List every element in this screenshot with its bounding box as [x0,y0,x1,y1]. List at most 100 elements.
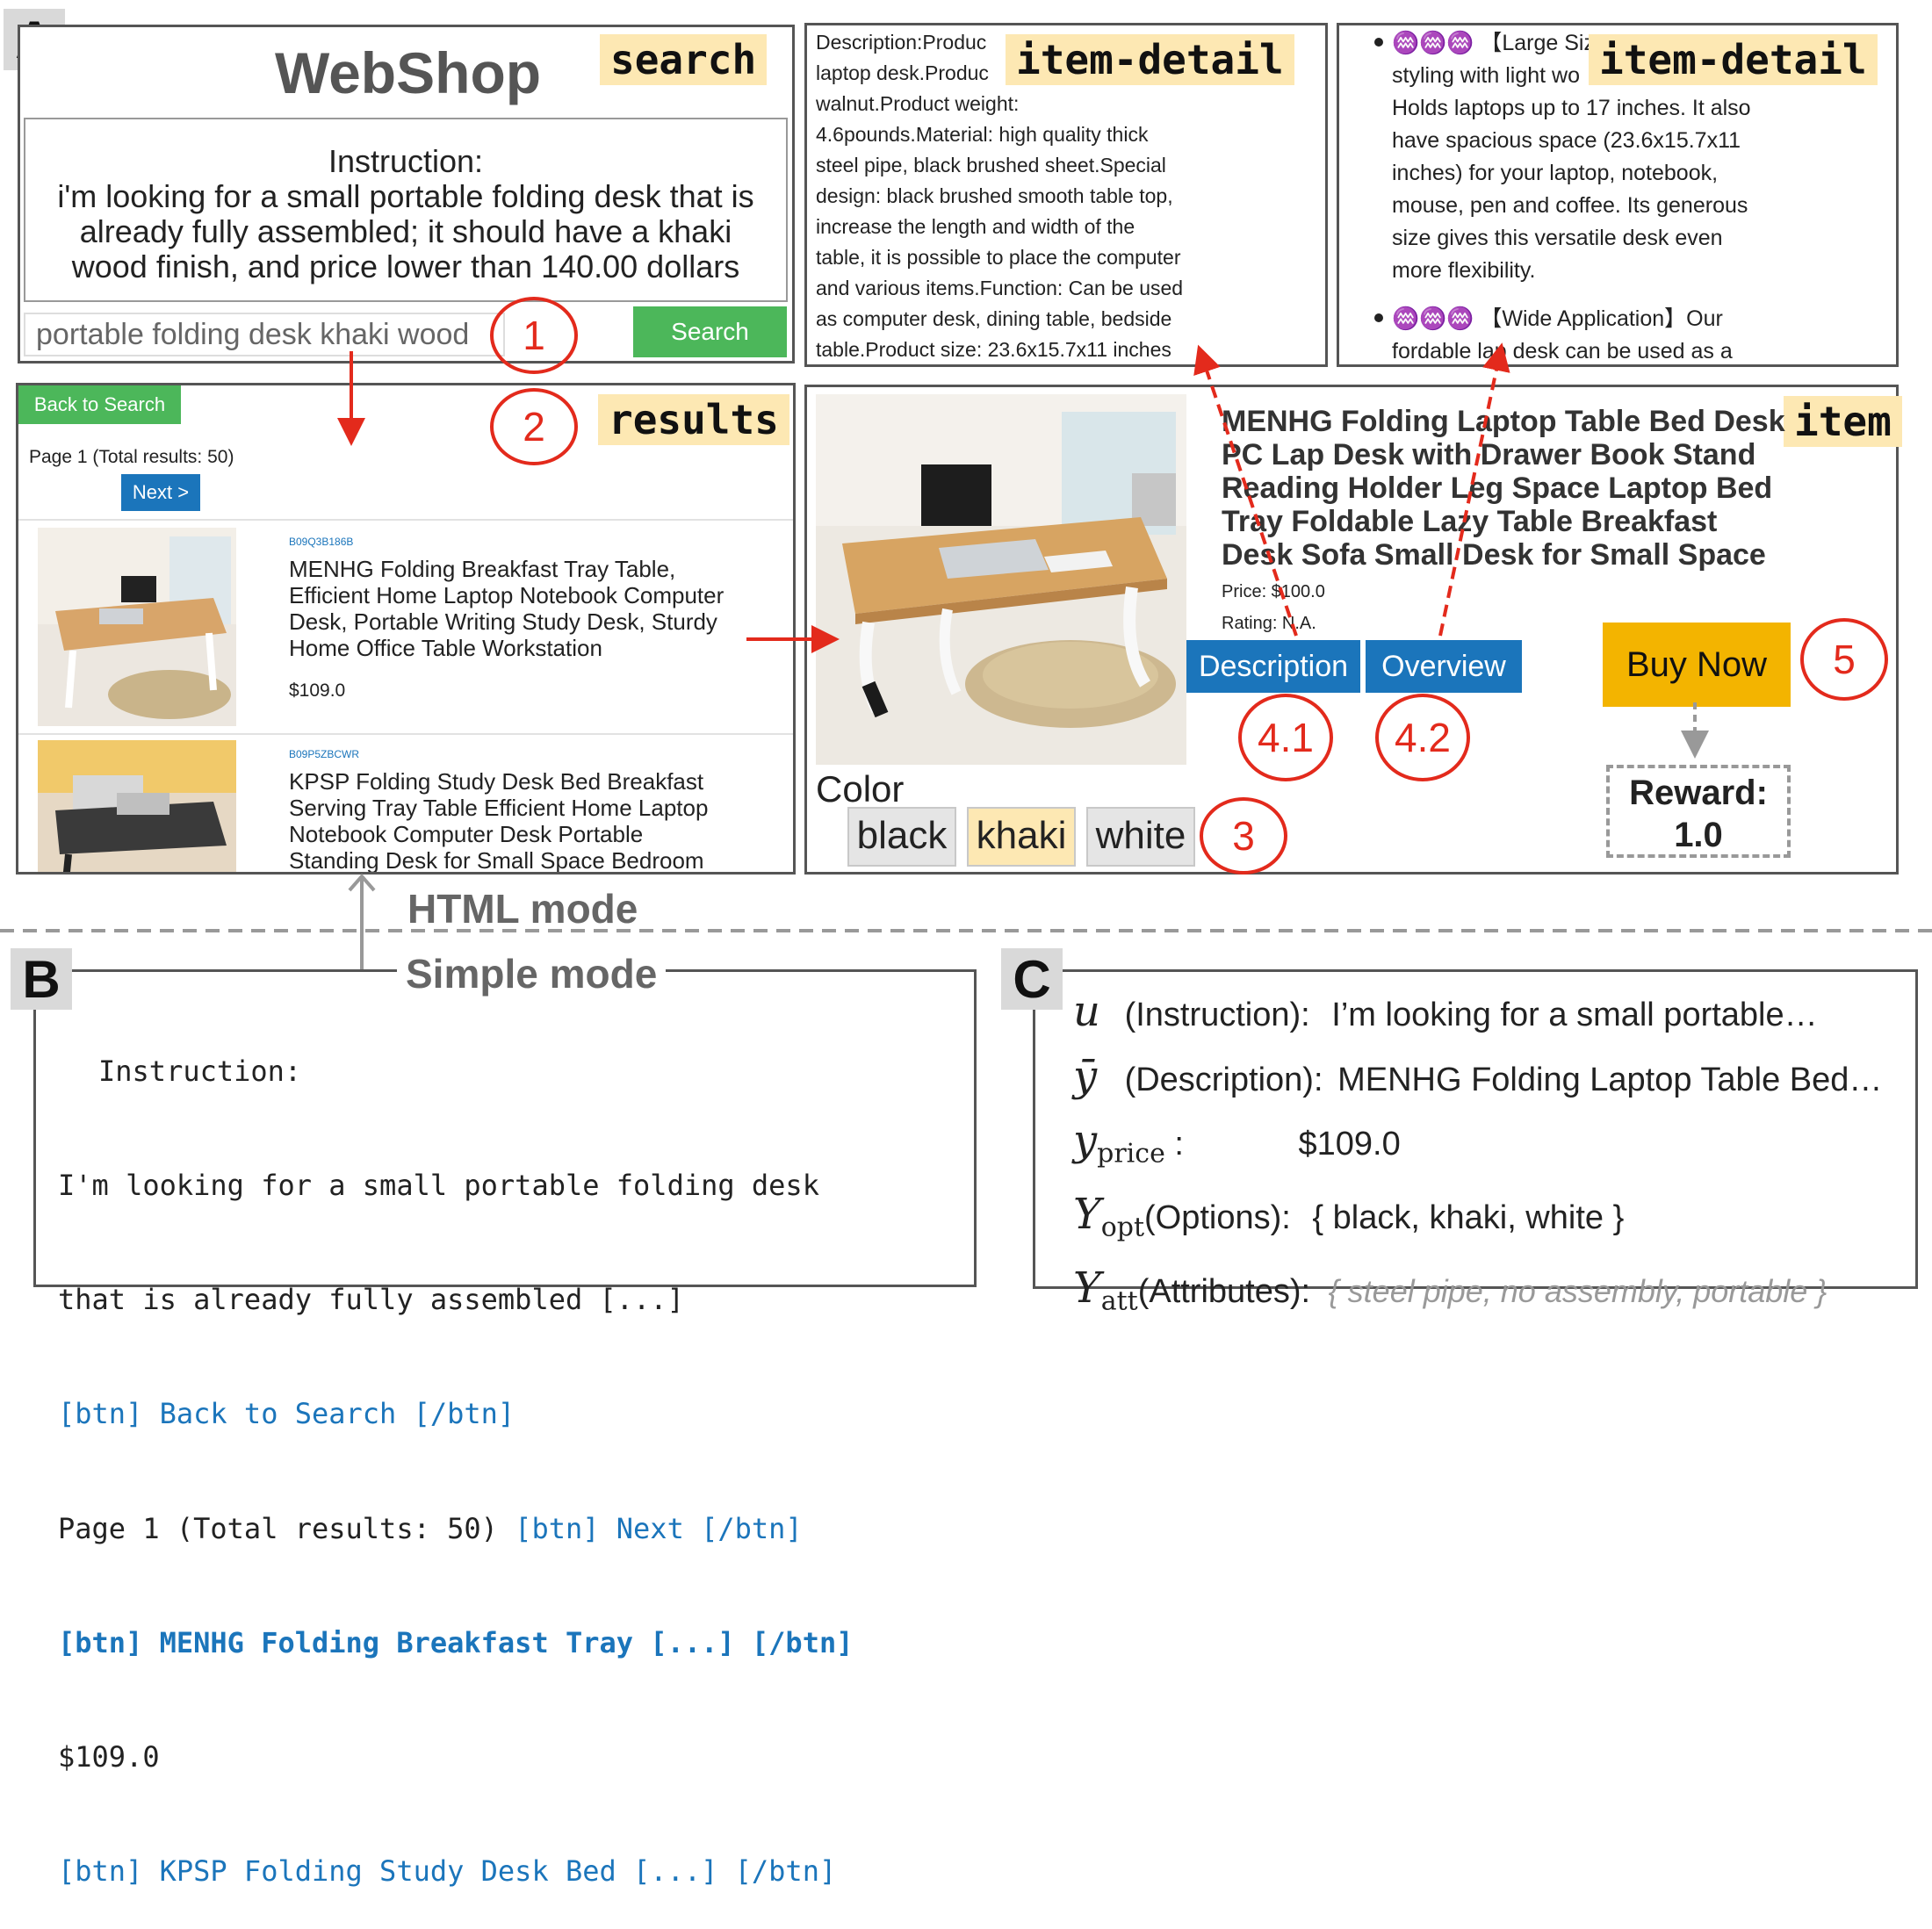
description-button[interactable]: Description [1186,640,1360,693]
simple-back-button[interactable]: [btn] Back to Search [/btn] [58,1397,515,1431]
c-symbol: Y [1073,1190,1101,1240]
description-line: design: black brushed smooth table top, [816,184,1173,207]
c-row-description: ȳ (Description): MENHG Folding Laptop Ta… [1073,1047,1882,1112]
result-2-asin[interactable]: B09P5ZBCWR [289,748,360,760]
simple-result-2-button[interactable]: [btn] KPSP Folding Study Desk Bed [...] … [58,1854,837,1889]
overview-button[interactable]: Overview [1366,640,1522,693]
description-line: Description:Produc [816,31,987,54]
instruction-box: Instruction: i'm looking for a small por… [24,118,788,302]
result-1-title-line[interactable]: Home Office Table Workstation [289,635,602,661]
item-page-frame: item MENHG Folding Laptop Table Bed Desk… [804,385,1902,875]
overview-line: 【Wide Application】Our [1480,306,1723,331]
item-title-line: Reading Holder Leg Space Laptop Bed [1222,471,1773,505]
result-2-thumbnail[interactable] [38,740,236,875]
item-tag: item [1784,396,1902,447]
panel-b-frame [33,969,977,1287]
description-line: increase the length and width of the [816,215,1135,238]
simple-next-button[interactable]: [btn] Next [/btn] [497,1511,803,1545]
overview-line: Holds laptops up to 17 inches. It also [1392,96,1751,120]
item-title-line: Tray Foldable Lazy Table Breakfast [1222,505,1718,538]
search-button[interactable]: Search [633,306,787,357]
panel-b-letter: B [11,948,72,1010]
c-row-instruction: u (Instruction): I’m looking for a small… [1073,982,1882,1047]
bullet-1-emoji: ♒♒♒ [1392,31,1474,55]
c-subscript: att [1100,1285,1138,1317]
step-4-1-marker: 4.1 [1238,694,1333,781]
description-line: laptop desk.Produc [816,61,989,84]
result-1-title-line[interactable]: Efficient Home Laptop Notebook Computer [289,582,724,608]
c-row-price: yprice : $109.0 [1073,1111,1882,1184]
c-symbol: Y [1073,1263,1101,1314]
overview-line: more flexibility. [1392,258,1536,283]
description-line: table, it is possible to place the compu… [816,246,1181,269]
step-5-marker: 5 [1800,618,1888,701]
site-title: WebShop [275,40,542,105]
simple-line-instruction: that is already fully assembled [...] [58,1283,684,1317]
option-white[interactable]: white [1086,807,1195,867]
next-page-button[interactable]: Next > [121,474,200,511]
instruction-heading: Instruction: [328,143,484,179]
instruction-line-3: wood finish, and price lower than 140.00… [71,248,740,284]
result-1-title-line[interactable]: Desk, Portable Writing Study Desk, Sturd… [289,608,717,635]
c-value: { steel pipe, no assembly, portable } [1328,1273,1827,1310]
c-value: $109.0 [1298,1126,1401,1162]
overview-line: fordable lap desk can be used as a [1392,339,1733,363]
search-page-frame: search WebShop Instruction: i'm looking … [18,25,795,363]
overview-line: mouse, pen and coffee. Its generous [1392,193,1748,218]
simple-mode-label: Simple mode [397,950,667,997]
item-title-line: Desk Sofa Small Desk for Small Space [1222,538,1766,572]
option-khaki[interactable]: khaki [967,807,1076,867]
html-mode-label: HTML mode [407,886,638,932]
simple-page-info: Page 1 (Total results: 50) [58,1511,498,1545]
simple-result-1-price: $109.0 [58,1740,160,1774]
item-detail-overview-frame: ♒♒♒ 【Large Siz styling with light wo Hol… [1337,23,1899,367]
instruction-line-2: already fully assembled; it should have … [79,213,732,249]
reward-value: 1.0 [1674,816,1723,854]
result-1-asin[interactable]: B09Q3B186B [289,536,354,548]
c-subscript: opt [1100,1212,1145,1243]
result-item[interactable]: B09P5ZBCWR KPSP Folding Study Desk Bed B… [18,735,793,875]
c-symbol: u [1073,987,1100,1036]
result-2-title-line[interactable]: KPSP Folding Study Desk Bed Breakfast [289,768,704,795]
simple-result-1-button[interactable]: [btn] MENHG Folding Breakfast Tray [...]… [58,1625,854,1659]
result-item[interactable]: B09Q3B186B MENHG Folding Breakfast Tray … [18,522,793,733]
step-4-2-marker: 4.2 [1375,694,1470,781]
result-1-title-line[interactable]: MENHG Folding Breakfast Tray Table, [289,556,676,582]
result-2-title-line[interactable]: Notebook Computer Desk Portable [289,821,644,847]
result-2-title-line[interactable]: Serving Tray Table Efficient Home Laptop [289,795,709,821]
overview-line: 【Large Siz [1480,31,1595,55]
item-title-line: MENHG Folding Laptop Table Bed Desk [1222,405,1785,438]
search-tag: search [600,34,768,85]
buy-now-button[interactable]: Buy Now [1603,623,1791,707]
reward-label: Reward: [1629,774,1768,812]
result-2-title-line[interactable]: Standing Desk for Small Space Bedroom [289,847,704,874]
c-row-attributes: Yatt(Attributes): { steel pipe, no assem… [1073,1258,1882,1332]
description-line: 4.6pounds.Material: high quality thick [816,123,1149,146]
c-symbol: y [1073,1116,1098,1165]
back-to-search-button[interactable]: Back to Search [18,385,181,424]
c-label: (Options): [1144,1199,1291,1237]
item-detail-tag-1: item-detail [1006,34,1294,85]
c-subscript: price [1097,1138,1165,1170]
option-black[interactable]: black [847,807,956,867]
description-line: walnut.Product weight: [816,92,1020,115]
reward-box: Reward: 1.0 [1606,765,1791,858]
c-value: { black, khaki, white } [1312,1199,1625,1237]
instruction-line-1: i'm looking for a small portable folding… [57,178,754,214]
search-input[interactable] [24,313,505,356]
step-3-marker: 3 [1200,797,1287,875]
c-label: (Description): [1124,1061,1323,1098]
overview-line: have spacious space (23.6x15.7x11 [1392,128,1741,153]
panel-c-frame [1033,969,1918,1289]
panel-c-letter: C [1001,948,1063,1010]
results-page-info: Page 1 (Total results: 50) [29,447,234,467]
results-tag: results [598,394,789,445]
result-1-price: $109.0 [289,680,346,701]
c-label: (Attributes): [1137,1273,1311,1311]
description-line: steel pipe, black brushed sheet.Special [816,154,1166,176]
overview-line: size gives this versatile desk even [1392,226,1723,250]
c-value: I’m looking for a small portable… [1331,997,1818,1033]
c-value: MENHG Folding Laptop Table Bed… [1337,1061,1883,1098]
description-line: as computer desk, dining table, bedside [816,307,1172,330]
result-1-thumbnail[interactable] [38,528,236,726]
